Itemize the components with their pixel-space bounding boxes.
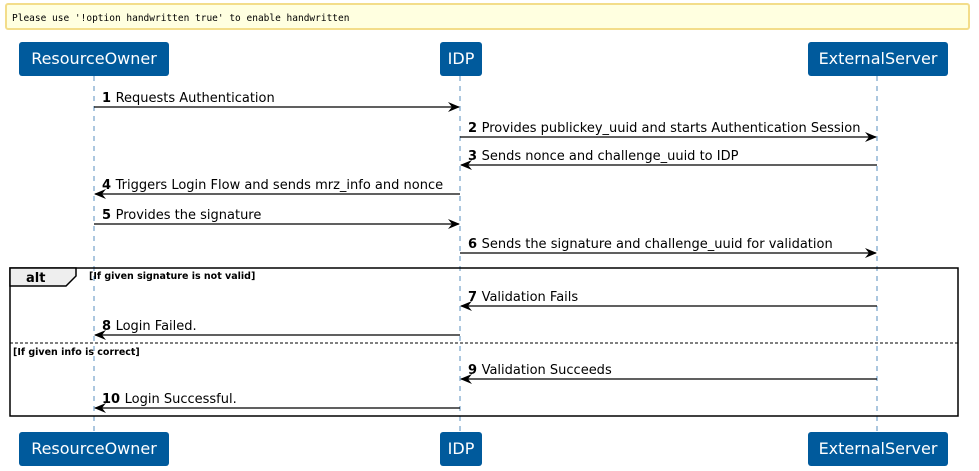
- message-text: Login Successful.: [125, 392, 237, 407]
- message-number: 6: [468, 237, 482, 252]
- message-number: 5: [102, 208, 116, 223]
- message-label: 8 Login Failed.: [102, 319, 197, 334]
- message-text: Sends the signature and challenge_uuid f…: [482, 237, 833, 252]
- message-text: Triggers Login Flow and sends mrz_info a…: [115, 178, 444, 193]
- message-label: 10 Login Successful.: [102, 392, 237, 407]
- handwritten-note-text: Please use '!option handwritten true' to…: [12, 13, 350, 24]
- message-label: 9 Validation Succeeds: [468, 363, 612, 378]
- message-number: 4: [102, 178, 116, 193]
- participant-resource-owner-top: ResourceOwner: [19, 42, 169, 76]
- message-label: 3 Sends nonce and challenge_uuid to IDP: [468, 149, 739, 164]
- message-number: 2: [468, 121, 482, 136]
- message-number: 7: [468, 290, 482, 305]
- message-number: 3: [468, 149, 482, 164]
- participant-external-server-bottom: ExternalServer: [808, 432, 948, 466]
- message-label: 6 Sends the signature and challenge_uuid…: [468, 237, 833, 252]
- message-number: 1: [102, 91, 116, 106]
- alt-guard-1: [If given signature is not valid]: [89, 271, 255, 282]
- message-number: 8: [102, 319, 116, 334]
- handwritten-note-banner: Please use '!option handwritten true' to…: [5, 3, 970, 30]
- participant-idp-bottom: IDP: [440, 432, 482, 466]
- message-number: 9: [468, 363, 482, 378]
- alt-guard-2: [If given info is correct]: [13, 347, 140, 358]
- alt-fragment-tab: [9, 267, 77, 287]
- alt-fragment-frame: [9, 267, 959, 417]
- message-text: Sends nonce and challenge_uuid to IDP: [482, 149, 739, 164]
- message-text: Validation Fails: [482, 290, 579, 305]
- message-text: Provides publickey_uuid and starts Authe…: [482, 121, 861, 136]
- messages-group: 1 Requests Authentication 2 Provides publ…: [94, 91, 877, 413]
- message-label: 4 Triggers Login Flow and sends mrz_info…: [102, 178, 443, 193]
- participant-idp-top: IDP: [440, 42, 482, 76]
- message-number: 10: [102, 392, 125, 407]
- participant-external-server-top: ExternalServer: [808, 42, 948, 76]
- message-text: Requests Authentication: [116, 91, 275, 106]
- message-text: Validation Succeeds: [482, 363, 612, 378]
- message-label: 2 Provides publickey_uuid and starts Aut…: [468, 121, 860, 136]
- alt-keyword: alt: [26, 271, 45, 286]
- message-label: 5 Provides the signature: [102, 208, 261, 223]
- message-label: 1 Requests Authentication: [102, 91, 275, 106]
- message-text: Provides the signature: [116, 208, 262, 223]
- message-text: Login Failed.: [116, 319, 197, 334]
- participant-resource-owner-bottom: ResourceOwner: [19, 432, 169, 466]
- message-label: 7 Validation Fails: [468, 290, 578, 305]
